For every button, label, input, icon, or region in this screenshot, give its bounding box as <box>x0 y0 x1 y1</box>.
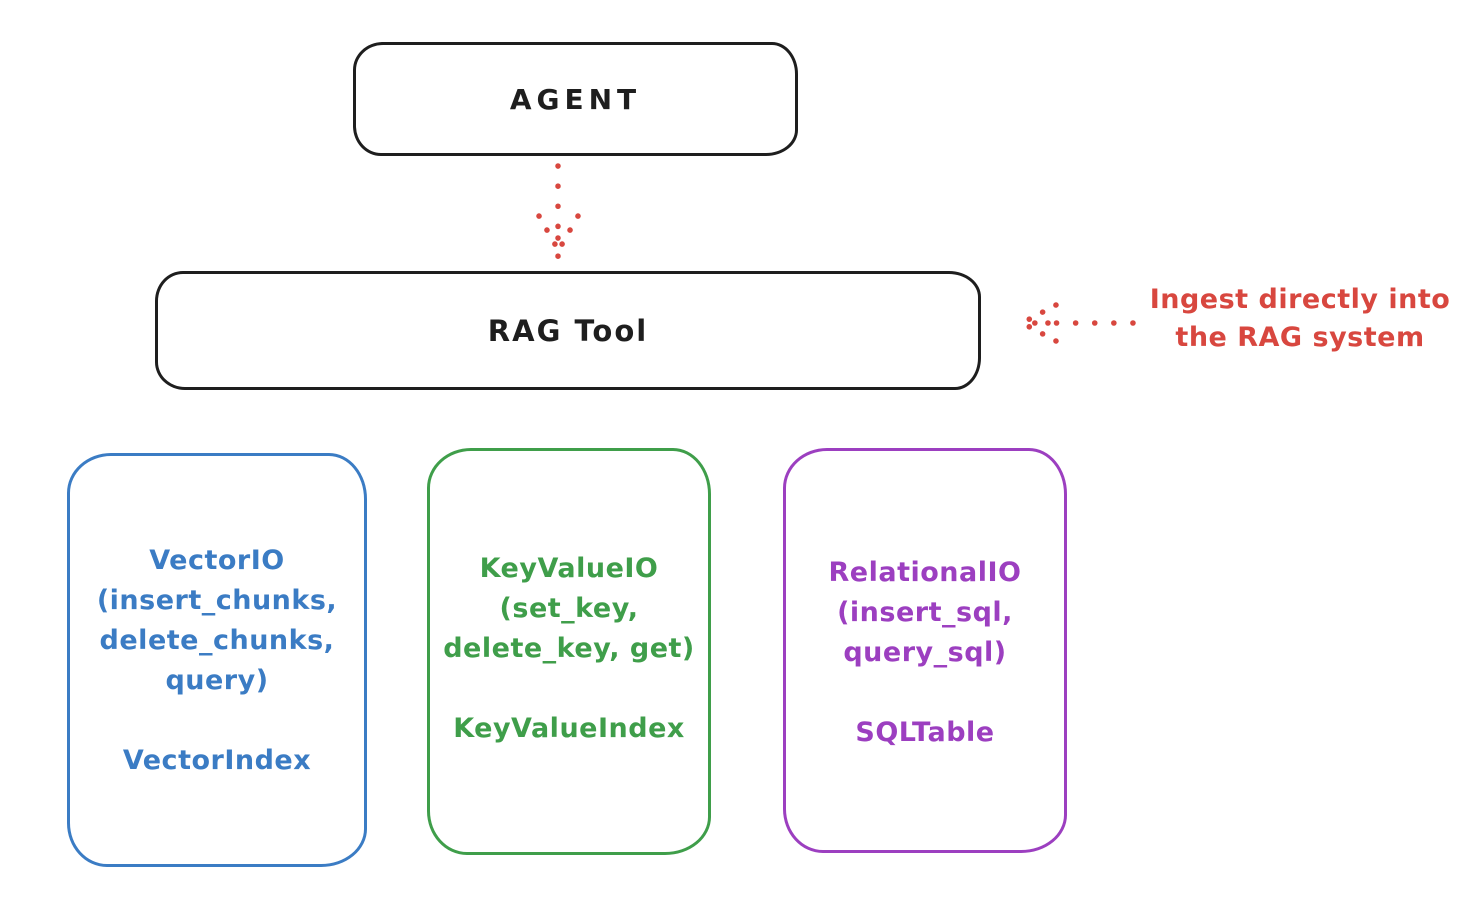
relational-io-node: RelationalIO (insert_sql, query_sql) SQL… <box>783 448 1067 853</box>
keyvalue-io-methods-line2: delete_key, get) <box>443 633 695 664</box>
agent-node-label: AGENT <box>509 82 642 116</box>
keyvalue-io-methods-line1: (set_key, <box>499 593 639 624</box>
vector-io-node: VectorIO (insert_chunks, delete_chunks, … <box>67 453 367 867</box>
relational-io-title: RelationalIO <box>828 557 1022 588</box>
arrow-left-icon <box>1019 302 1136 344</box>
keyvalue-io-title: KeyValueIO <box>479 553 659 584</box>
arrow-down-icon <box>536 163 581 261</box>
vector-io-methods-line1: (insert_chunks, <box>96 585 338 616</box>
vector-io-methods-line2: delete_chunks, <box>99 625 335 656</box>
ingest-annotation-line1: Ingest directly into <box>1149 284 1451 315</box>
sql-table-label: SQLTable <box>855 717 995 748</box>
rag-tool-node-label: RAG Tool <box>487 313 649 348</box>
agent-node: AGENT <box>353 42 798 156</box>
ingest-annotation: Ingest directly into the RAG system <box>1130 281 1470 357</box>
keyvalue-io-node: KeyValueIO (set_key, delete_key, get) Ke… <box>427 448 711 855</box>
vector-io-methods-line3: query) <box>165 665 269 696</box>
keyvalue-index-label: KeyValueIndex <box>453 713 685 744</box>
relational-io-methods-line2: query_sql) <box>843 637 1007 668</box>
relational-io-methods-line1: (insert_sql, <box>837 597 1013 628</box>
rag-tool-node: RAG Tool <box>155 271 981 390</box>
vector-index-label: VectorIndex <box>122 745 312 776</box>
ingest-annotation-line2: the RAG system <box>1175 322 1425 353</box>
vector-io-title: VectorIO <box>149 545 285 576</box>
